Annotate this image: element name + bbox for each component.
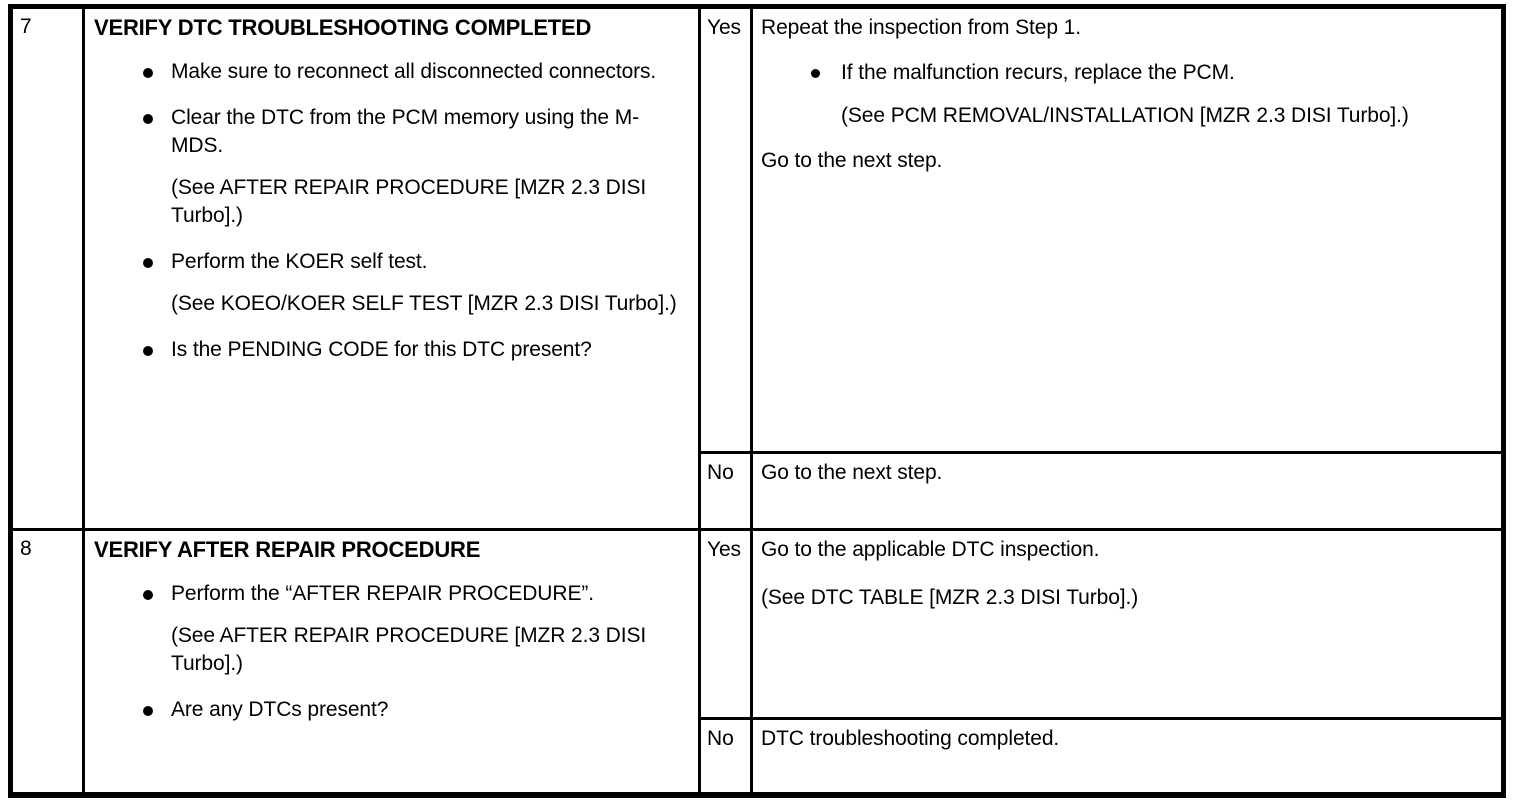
answer-label: No xyxy=(707,727,734,750)
answer-lead-text: Repeat the inspection from Step 1. xyxy=(761,16,1081,39)
answer-lead-text: Go to the next step. xyxy=(761,461,943,484)
answer-label: Yes xyxy=(707,16,741,39)
bullet-dot-icon xyxy=(143,114,153,124)
answer-label-cell: No xyxy=(701,720,753,792)
list-item: If the malfunction recurs, replace the P… xyxy=(761,59,1491,87)
answer-row-no: No Go to the next step. xyxy=(701,451,1501,528)
troubleshooting-table: 7 VERIFY DTC TROUBLESHOOTING COMPLETED M… xyxy=(8,4,1506,798)
answer-label: No xyxy=(707,461,734,484)
answer-body-cell: DTC troubleshooting completed. xyxy=(753,720,1501,792)
reference-note: (See PCM REMOVAL/INSTALLATION [MZR 2.3 D… xyxy=(841,104,1409,127)
bullet-dot-icon xyxy=(811,69,820,78)
reference-note: (See KOEO/KOER SELF TEST [MZR 2.3 DISI T… xyxy=(171,292,677,315)
step-number: 8 xyxy=(20,537,32,560)
step-heading: VERIFY AFTER REPAIR PROCEDURE xyxy=(94,537,481,562)
table-grid: 7 VERIFY DTC TROUBLESHOOTING COMPLETED M… xyxy=(13,9,1501,792)
table-row: 8 VERIFY AFTER REPAIR PROCEDURE Perform … xyxy=(13,528,1501,792)
list-item-text: If the malfunction recurs, replace the P… xyxy=(841,61,1235,84)
answer-body-cell: Go to the next step. xyxy=(753,454,1501,528)
reference-note: (See DTC TABLE [MZR 2.3 DISI Turbo].) xyxy=(761,586,1139,609)
step-answers-cell: Yes Repeat the inspection from Step 1. I… xyxy=(701,9,1501,528)
list-item-text: Make sure to reconnect all disconnected … xyxy=(171,60,657,83)
list-item-text: Clear the DTC from the PCM memory using … xyxy=(171,106,640,157)
list-item: Are any DTCs present? xyxy=(91,696,688,724)
answer-body-cell: Go to the applicable DTC inspection. (Se… xyxy=(753,531,1501,717)
answer-bullet-list: If the malfunction recurs, replace the P… xyxy=(761,59,1491,87)
reference-note: (See AFTER REPAIR PROCEDURE [MZR 2.3 DIS… xyxy=(171,176,647,227)
step-inspection-cell: VERIFY DTC TROUBLESHOOTING COMPLETED Mak… xyxy=(85,9,701,528)
step-bullet-list: Make sure to reconnect all disconnected … xyxy=(91,58,688,364)
answer-label-cell: No xyxy=(701,454,753,528)
answer-tail-text: Go to the next step. xyxy=(761,149,943,172)
list-item: Perform the KOER self test. (See KOEO/KO… xyxy=(91,248,688,318)
step-number: 7 xyxy=(20,15,32,38)
bullet-dot-icon xyxy=(143,706,153,716)
list-item-text: Perform the “AFTER REPAIR PROCEDURE”. xyxy=(171,582,594,605)
bullet-dot-icon xyxy=(143,258,153,268)
answer-label-cell: Yes xyxy=(701,531,753,717)
list-item-text: Perform the KOER self test. xyxy=(171,250,428,273)
answer-label-cell: Yes xyxy=(701,9,753,451)
bullet-dot-icon xyxy=(143,590,153,600)
step-bullet-list: Perform the “AFTER REPAIR PROCEDURE”. (S… xyxy=(91,580,688,724)
step-heading: VERIFY DTC TROUBLESHOOTING COMPLETED xyxy=(94,15,592,40)
list-item: Make sure to reconnect all disconnected … xyxy=(91,58,688,86)
answer-lead-text: DTC troubleshooting completed. xyxy=(761,727,1060,750)
bullet-dot-icon xyxy=(143,68,153,78)
step-inspection-cell: VERIFY AFTER REPAIR PROCEDURE Perform th… xyxy=(85,531,701,792)
step-number-cell: 8 xyxy=(13,531,85,792)
answer-row-yes: Yes Repeat the inspection from Step 1. I… xyxy=(701,9,1501,451)
list-item: Perform the “AFTER REPAIR PROCEDURE”. (S… xyxy=(91,580,688,678)
answer-row-yes: Yes Go to the applicable DTC inspection.… xyxy=(701,531,1501,717)
answer-body-cell: Repeat the inspection from Step 1. If th… xyxy=(753,9,1501,451)
answer-row-no: No DTC troubleshooting completed. xyxy=(701,717,1501,792)
list-item: Is the PENDING CODE for this DTC present… xyxy=(91,336,688,364)
list-item-text: Is the PENDING CODE for this DTC present… xyxy=(171,338,592,361)
table-row: 7 VERIFY DTC TROUBLESHOOTING COMPLETED M… xyxy=(13,9,1501,528)
list-item-text: Are any DTCs present? xyxy=(171,698,389,721)
answer-lead-text: Go to the applicable DTC inspection. xyxy=(761,538,1100,561)
step-number-cell: 7 xyxy=(13,9,85,528)
list-item: Clear the DTC from the PCM memory using … xyxy=(91,104,688,230)
step-answers-cell: Yes Go to the applicable DTC inspection.… xyxy=(701,531,1501,792)
reference-note: (See AFTER REPAIR PROCEDURE [MZR 2.3 DIS… xyxy=(171,624,647,675)
answer-label: Yes xyxy=(707,538,741,561)
bullet-dot-icon xyxy=(143,346,153,356)
